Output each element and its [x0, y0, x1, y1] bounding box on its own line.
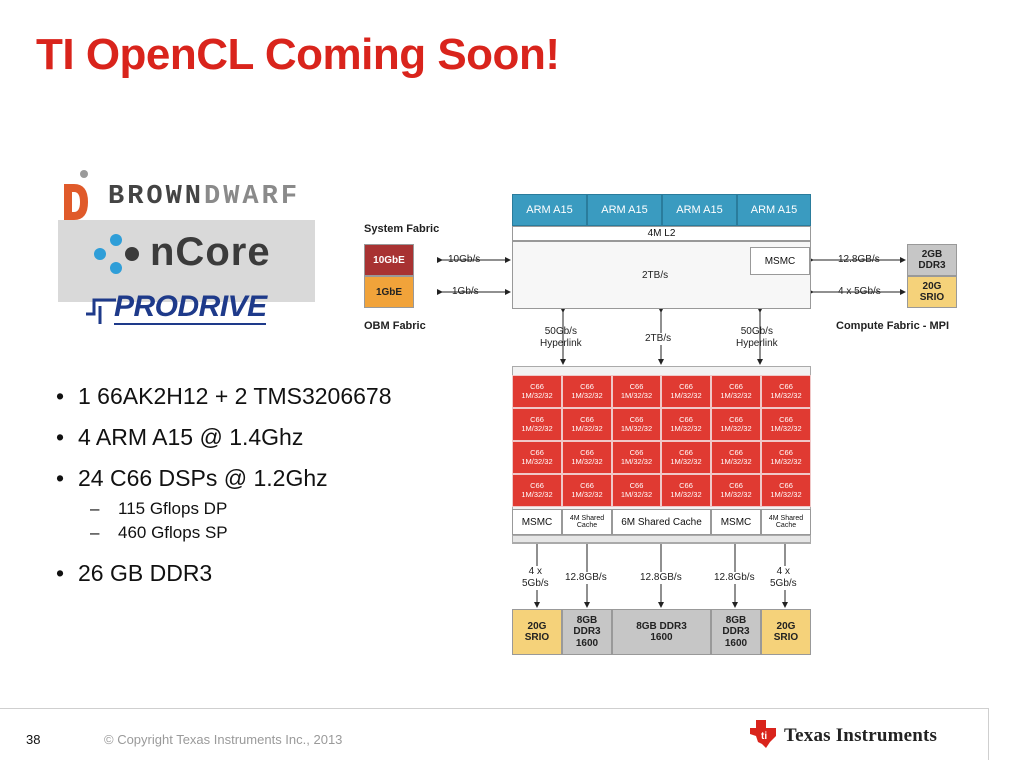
architecture-diagram: ARM A15 ARM A15 ARM A15 ARM A15 4M L2 2T… [360, 192, 970, 662]
bullet-item: •24 C66 DSPs @ 1.2Ghz [56, 465, 328, 492]
footer-divider [0, 708, 988, 709]
svg-text:ti: ti [761, 731, 767, 742]
arm-fabric [512, 241, 811, 309]
spec-bullet-list: •1 66AK2H12 + 2 TMS3206678 •4 ARM A15 @ … [56, 384, 476, 603]
bw-4x5-right: 4 x 5Gb/s [838, 286, 881, 297]
l2-cache: 4M L2 [512, 226, 811, 241]
system-fabric-label: System Fabric [364, 223, 440, 235]
page-number: 38 [26, 732, 41, 747]
obm-fabric-label: OBM Fabric [364, 320, 426, 332]
prodrive-mark-icon [86, 298, 116, 324]
footer-divider-vertical [988, 708, 989, 760]
diagram-arrows [437, 257, 906, 608]
browndwarf-logo: BROWNDWARF [60, 162, 315, 222]
browndwarf-mark-icon [64, 170, 88, 220]
arm-core: ARM A15 [662, 194, 737, 226]
bullet-item: •4 ARM A15 @ 1.4Ghz [56, 424, 304, 451]
dsp-bus [512, 535, 811, 543]
ncore-logo: nCore [58, 220, 315, 302]
msmc-left: MSMC [512, 509, 562, 535]
hyperlink-mid-label: 2TB/s [645, 333, 672, 345]
bullet-item: •26 GB DDR3 [56, 560, 213, 587]
ncore-wordmark: nCore [150, 230, 271, 274]
msmc-right: MSMC [711, 509, 761, 535]
compute-fabric-label: Compute Fabric - MPI [836, 320, 950, 332]
bw-12-8-right: 12.8GB/s [838, 254, 880, 265]
10gbe-box: 10GbE [364, 244, 414, 276]
bullet-item: •1 66AK2H12 + 2 TMS3206678 [56, 383, 392, 409]
sub-bullet-item: –115 Gflops DP [90, 499, 228, 519]
arm-core: ARM A15 [587, 194, 662, 226]
ncore-dots-icon [94, 234, 139, 274]
ti-wordmark: Texas Instruments [784, 725, 938, 746]
arm-core: ARM A15 [512, 194, 587, 226]
prodrive-wordmark: PRODRIVE [114, 290, 267, 323]
copyright-text: © Copyright Texas Instruments Inc., 2013 [104, 732, 343, 747]
1gbe-box: 1GbE [364, 276, 414, 308]
shared-cache-mid: 6M Shared Cache [612, 509, 711, 535]
slide-title: TI OpenCL Coming Soon! [36, 30, 560, 79]
msmc-top: MSMC [750, 247, 810, 275]
sub-bullet-item: –460 Gflops SP [90, 523, 228, 543]
prodrive-logo: PRODRIVE [86, 290, 276, 330]
arm-core: ARM A15 [737, 194, 811, 226]
bottom-bw-2: 12.8GB/s [565, 572, 607, 584]
browndwarf-wordmark: BROWNDWARF [108, 182, 301, 212]
bottom-bw-4: 12.8Gb/s [714, 572, 755, 584]
texas-instruments-logo: ti Texas Instruments [748, 718, 968, 752]
bw-10gbs: 10Gb/s [448, 254, 481, 265]
bw-1gbs: 1Gb/s [452, 286, 479, 297]
prodrive-underline [114, 323, 266, 325]
fabric-bandwidth: 2TB/s [642, 270, 669, 281]
bottom-bw-3: 12.8GB/s [640, 572, 682, 584]
ti-state-icon: ti [750, 720, 776, 748]
